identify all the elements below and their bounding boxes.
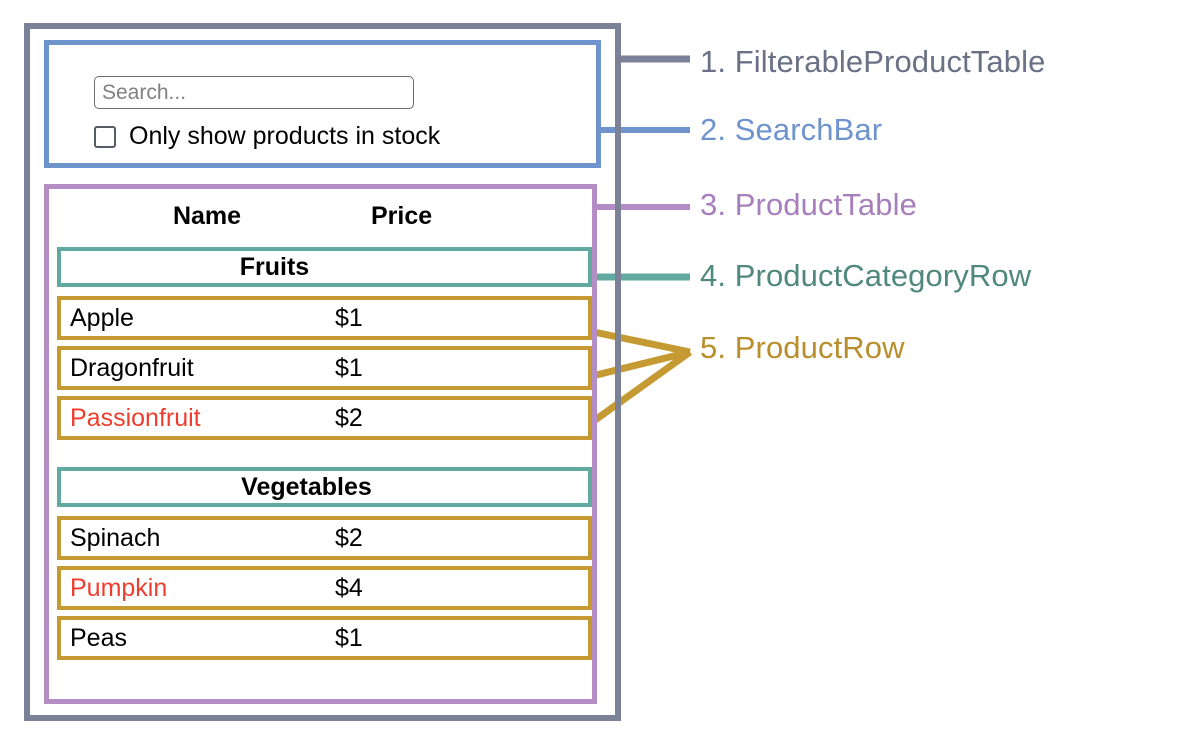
product-row-passionfruit: Passionfruit $2	[57, 396, 592, 440]
product-name-out-of-stock: Passionfruit	[70, 405, 201, 431]
product-category-label: Fruits	[239, 252, 310, 281]
product-row-dragonfruit: Dragonfruit $1	[57, 346, 592, 390]
table-header-row: Name Price	[49, 197, 592, 235]
product-name: Dragonfruit	[70, 355, 194, 381]
product-name: Spinach	[70, 525, 161, 551]
product-name-out-of-stock: Pumpkin	[70, 575, 168, 601]
product-category-label: Vegetables	[241, 472, 372, 501]
product-name: Apple	[70, 305, 134, 331]
column-header-price: Price	[371, 201, 433, 230]
legend-label-searchbar: 2. SearchBar	[700, 112, 883, 147]
legend-label-productcategoryrow: 4. ProductCategoryRow	[700, 258, 1032, 293]
product-row-spinach: Spinach $2	[57, 516, 592, 560]
product-category-row-fruits: Fruits	[57, 247, 592, 287]
product-table-content: Name Price Fruits Apple $1 Dragonfruit $…	[49, 189, 592, 699]
search-bar-content: Only show products in stock	[49, 45, 596, 163]
product-price: $1	[335, 353, 363, 382]
product-price: $1	[335, 303, 363, 332]
product-price: $4	[335, 573, 363, 602]
product-price: $2	[335, 523, 363, 552]
product-row-pumpkin: Pumpkin $4	[57, 566, 592, 610]
filterable-product-table-frame	[24, 23, 621, 721]
product-price: $2	[335, 403, 363, 432]
column-header-name: Name	[172, 201, 242, 230]
legend-label-filterableproducttable: 1. FilterableProductTable	[700, 44, 1046, 79]
search-bar-frame: Only show products in stock	[44, 40, 601, 168]
legend-label-productrow: 5. ProductRow	[700, 330, 905, 365]
in-stock-filter-row[interactable]: Only show products in stock	[94, 124, 440, 149]
product-row-peas: Peas $1	[57, 616, 592, 660]
product-category-row-vegetables: Vegetables	[57, 467, 592, 507]
product-row-apple: Apple $1	[57, 296, 592, 340]
legend-label-producttable: 3. ProductTable	[700, 187, 917, 222]
search-input[interactable]	[94, 76, 414, 109]
in-stock-checkbox-label: Only show products in stock	[129, 122, 441, 150]
product-price: $1	[335, 623, 363, 652]
product-name: Peas	[70, 625, 127, 651]
in-stock-checkbox[interactable]	[94, 125, 116, 148]
product-table-frame: Name Price Fruits Apple $1 Dragonfruit $…	[44, 184, 597, 704]
